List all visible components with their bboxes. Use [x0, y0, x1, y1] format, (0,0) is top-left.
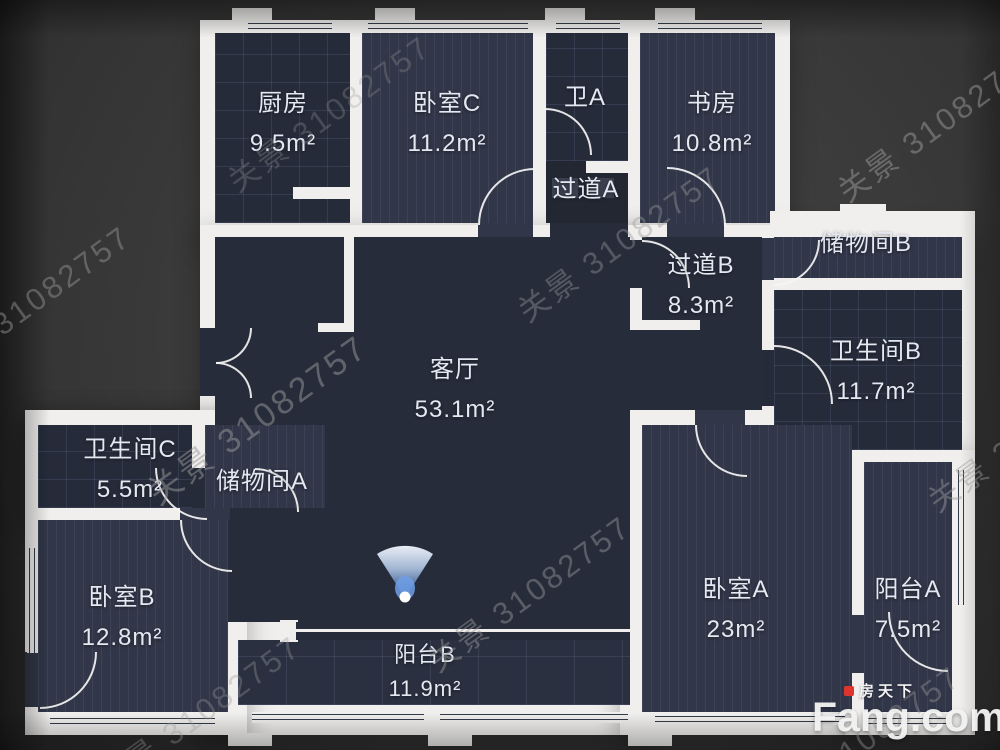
wall-living-stub — [344, 225, 354, 332]
room-area: 7.5m² — [874, 616, 942, 643]
room-name: 阳台B — [394, 642, 456, 667]
room-bedroom-a — [642, 425, 852, 712]
room-area: 23m² — [706, 616, 766, 643]
door-opening — [630, 240, 642, 288]
room-name: 客厅 — [429, 356, 480, 383]
room-name: 过道B — [667, 252, 735, 279]
room-name: 卫生间C — [83, 436, 177, 463]
room-area: 53.1m² — [414, 396, 496, 423]
window — [440, 712, 628, 723]
room-living-label: 客厅 53.1m² — [415, 350, 496, 430]
window — [956, 470, 967, 605]
wall-column — [428, 733, 472, 746]
wall-column — [232, 8, 272, 21]
room-name: 过道A — [552, 176, 620, 203]
room-bedroom-b-label: 卧室B 12.8m² — [82, 578, 163, 658]
entry-door-opening — [200, 328, 215, 396]
window — [50, 716, 215, 727]
room-name: 厨房 — [257, 90, 308, 117]
room-balcony-b-label: 阳台B 11.9m² — [389, 638, 462, 706]
panorama-camera-icon — [377, 545, 433, 603]
fang-logo: 房天下 Fang.com — [812, 680, 1000, 740]
room-name: 卧室C — [412, 90, 482, 117]
room-area: 11.2m² — [407, 130, 487, 157]
room-area: 11.9m² — [388, 676, 462, 701]
passage-opening — [550, 223, 628, 237]
room-area: 8.3m² — [667, 292, 735, 319]
fang-logo-en-text: Fang.com — [812, 694, 1000, 740]
door-opening — [852, 615, 864, 673]
room-name: 书房 — [686, 90, 737, 117]
fan-dot — [399, 591, 411, 603]
door-opening — [25, 652, 38, 707]
room-kitchen-label: 厨房 9.5m² — [250, 84, 316, 164]
window — [27, 548, 38, 653]
window — [658, 21, 762, 32]
room-area: 5.5m² — [96, 476, 164, 503]
room-name: 储物间B — [819, 230, 913, 257]
room-bath-c-label: 卫生间C 5.5m² — [83, 430, 176, 510]
room-name: 卧室A — [702, 576, 770, 603]
door-opening — [762, 238, 774, 280]
room-name: 卫A — [563, 84, 607, 111]
watermark-text: 关景 31082757 — [831, 38, 1000, 210]
room-bath-b-label: 卫生间B 11.7m² — [830, 332, 922, 412]
door-opening — [695, 410, 745, 425]
wall-column — [228, 733, 272, 746]
room-name: 卧室B — [88, 584, 156, 611]
wall-kitchen-stub — [293, 187, 360, 199]
wall-column — [375, 8, 415, 21]
room-balcony-a-label: 阳台A 7.5m² — [874, 570, 941, 650]
door-opening — [762, 350, 774, 406]
wall-living-stub-tick — [318, 323, 346, 332]
room-hall-b-label: 过道B 8.3m² — [667, 246, 734, 326]
room-name: 阳台A — [874, 576, 942, 603]
room-name: 储物间A — [215, 468, 309, 495]
window — [368, 21, 528, 32]
room-area: 11.7m² — [836, 378, 916, 405]
room-study-label: 书房 10.8m² — [672, 84, 753, 164]
window — [252, 712, 424, 723]
window — [556, 21, 620, 32]
wall-column — [840, 204, 886, 216]
room-storage-b-label: 储物间B — [820, 224, 912, 264]
room-bedroom-a-label: 卧室A 23m² — [702, 570, 769, 650]
passage-opening — [630, 330, 642, 410]
watermark-text: 关景 31082757 — [0, 218, 138, 389]
room-hall-a-label: 过道A — [552, 170, 619, 210]
wall-column — [628, 733, 672, 746]
room-name: 卫生间B — [829, 338, 923, 365]
room-storage-a-label: 储物间A — [216, 462, 308, 502]
window — [248, 21, 332, 32]
slider-line — [296, 629, 630, 632]
room-area: 9.5m² — [249, 130, 317, 157]
room-bath-a-label: 卫A — [564, 78, 606, 118]
door-opening — [478, 223, 533, 237]
wall-column — [545, 8, 585, 21]
room-area: 10.8m² — [671, 130, 753, 157]
wall-column — [655, 8, 695, 21]
room-bedroom-c-label: 卧室C 11.2m² — [408, 84, 487, 164]
room-area: 12.8m² — [81, 624, 163, 651]
